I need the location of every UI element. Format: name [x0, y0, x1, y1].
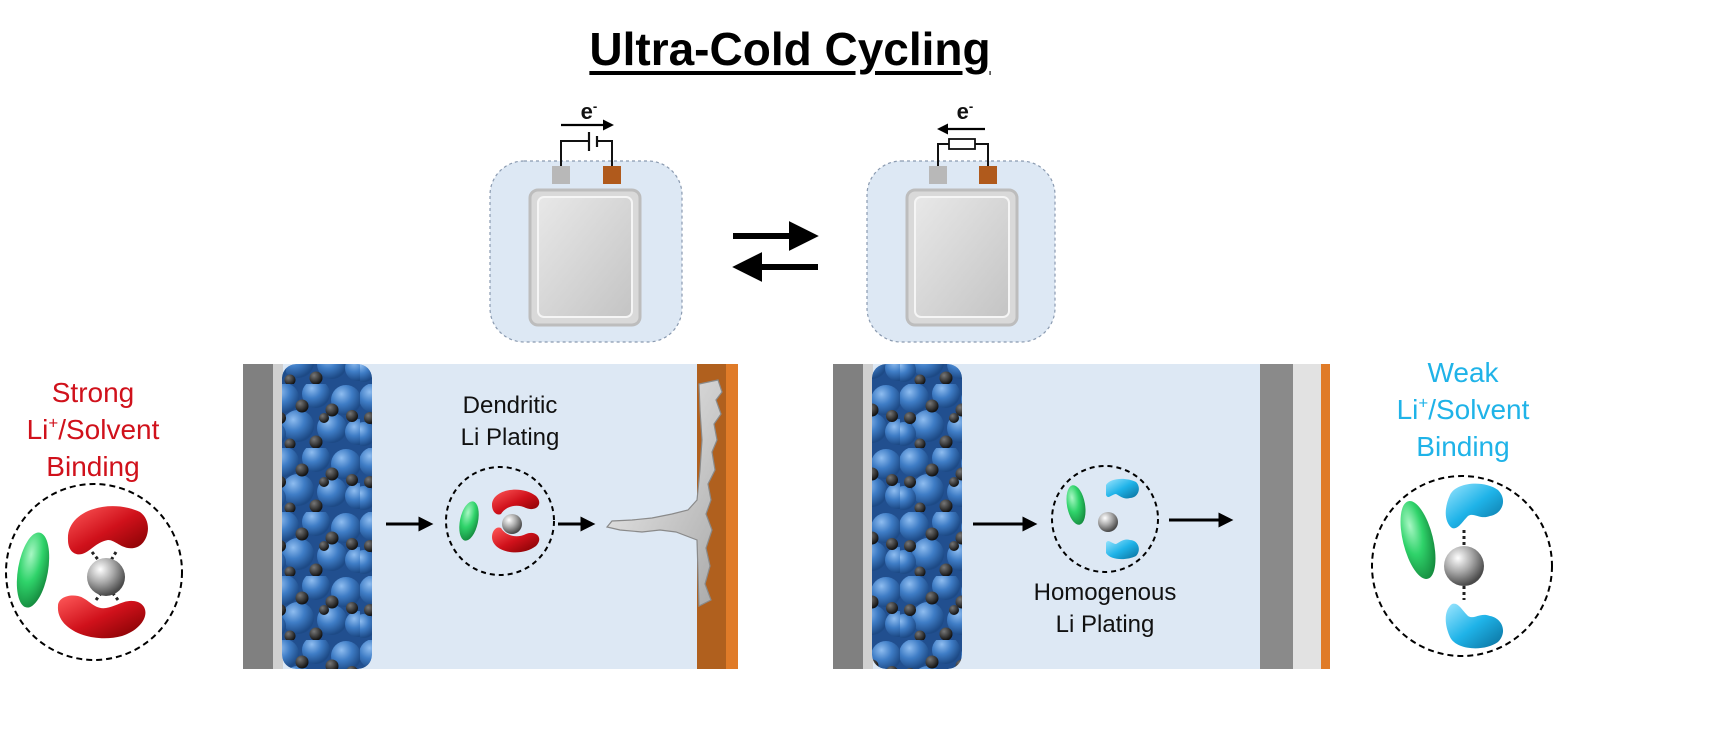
- battery-discharging: [866, 123, 1056, 343]
- strong-binding-shell: [5, 483, 183, 661]
- homogenous-plating-label: Homogenous Li Plating: [1033, 579, 1177, 638]
- reversible-arrows: [732, 221, 819, 282]
- dendrite: [605, 379, 723, 607]
- electron-label-discharge: e-: [956, 98, 974, 124]
- dendritic-plating-label: Dendritic Li Plating: [460, 392, 560, 451]
- weak-binding-label: Weak Li+/Solvent Binding: [1396, 357, 1530, 462]
- battery-charging: [489, 119, 683, 343]
- left-cell: [243, 364, 738, 669]
- electron-label-charge: e-: [580, 98, 598, 124]
- strong-binding-label: Strong Li+/Solvent Binding: [26, 377, 160, 482]
- uniform-li-layer: [1260, 364, 1293, 669]
- right-cell: [833, 364, 1330, 669]
- cathode-particles-right: [872, 364, 962, 669]
- weak-binding-shell: [1371, 475, 1553, 657]
- diagram-title: Ultra-Cold Cycling: [589, 23, 991, 75]
- cathode-particles-left: [282, 364, 372, 669]
